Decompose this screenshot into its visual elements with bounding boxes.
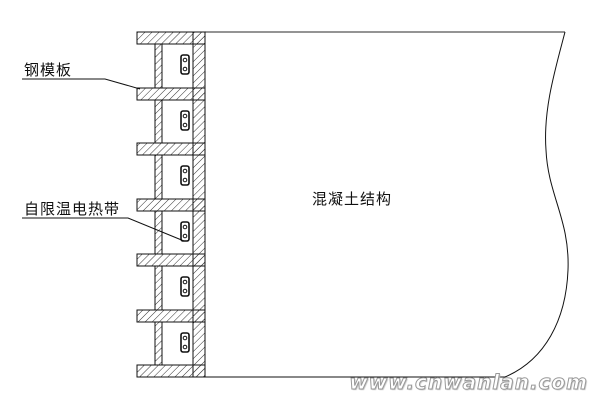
label-concrete-structure: 混凝土结构 bbox=[312, 190, 393, 208]
watermark: www.cnwanlan.com bbox=[349, 370, 588, 395]
steel-formwork bbox=[136, 31, 206, 378]
leader-heating-band bbox=[22, 217, 185, 242]
heating-bands bbox=[180, 54, 190, 353]
leader-steel-formwork bbox=[22, 78, 141, 90]
heating-band-icon bbox=[180, 276, 190, 297]
label-steel-formwork: 钢模板 bbox=[24, 61, 73, 79]
heating-band-icon bbox=[180, 54, 190, 75]
concrete-structure-outline bbox=[205, 31, 569, 378]
label-heating-band: 自限温电热带 bbox=[24, 200, 121, 218]
heating-band-icon bbox=[180, 165, 190, 186]
heating-band-icon bbox=[180, 110, 190, 131]
leader-lines bbox=[22, 78, 185, 242]
heating-band-icon bbox=[180, 332, 190, 353]
heating-band-icon bbox=[180, 221, 190, 242]
